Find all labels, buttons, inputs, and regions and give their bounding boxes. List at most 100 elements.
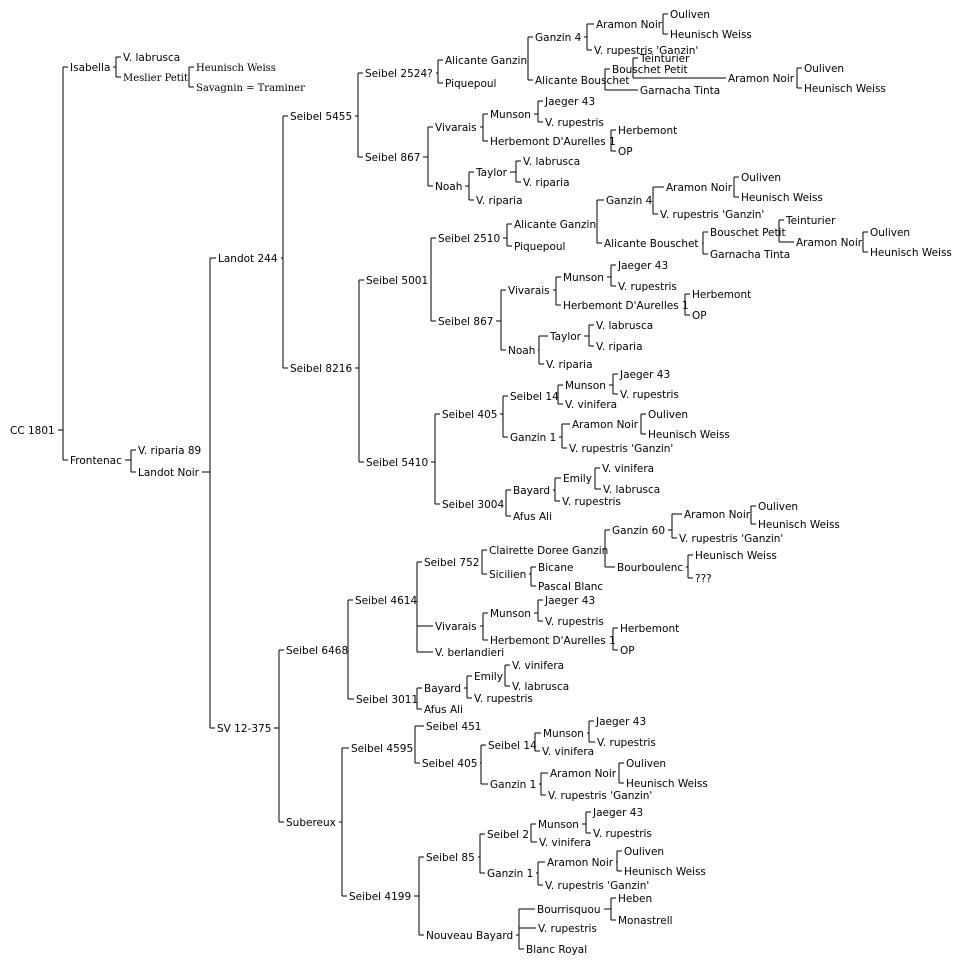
node-v-rupestris-ganzin: V. rupestris 'Ganzin' xyxy=(679,533,783,545)
node-emily: Emily xyxy=(563,473,592,485)
node-v-rupestris-ganzin: V. rupestris 'Ganzin' xyxy=(548,790,652,802)
node-ouliven: Ouliven xyxy=(626,758,666,770)
node-herbemont: Herbemont xyxy=(620,623,679,635)
node-alicante-ganzin: Alicante Ganzin xyxy=(445,55,527,67)
node-taylor: Taylor xyxy=(475,167,508,179)
node-ganzin-1: Ganzin 1 xyxy=(510,432,556,444)
node-bouschet-petit: Bouschet Petit xyxy=(612,64,688,76)
node-v-rupestris-ganzin: V. rupestris 'Ganzin' xyxy=(660,209,764,221)
node-subereux: Subereux xyxy=(286,817,336,829)
node-garnacha-tinta: Garnacha Tinta xyxy=(710,249,790,261)
node-noah: Noah xyxy=(508,345,535,357)
node-ganzin-4: Ganzin 4 xyxy=(535,32,582,44)
node-seibel-405: Seibel 405 xyxy=(442,409,497,421)
node-seibel-2524: Seibel 2524? xyxy=(365,68,433,80)
node-clairette-doree-ganzin: Clairette Doree Ganzin xyxy=(489,545,608,557)
node-seibel-4595: Seibel 4595 xyxy=(351,743,413,755)
node-aramon-noir: Aramon Noir xyxy=(596,19,663,31)
node-v-labrusca: V. labrusca xyxy=(123,52,180,64)
node-ouliven: Ouliven xyxy=(624,846,664,858)
node-v-vinifera: V. vinifera xyxy=(542,746,594,758)
node-alicante-bouschet: Alicante Bouschet xyxy=(535,75,630,87)
node-v-riparia: V. riparia xyxy=(546,359,593,371)
node-v-rupestris: V. rupestris xyxy=(474,693,533,705)
node-ouliven: Ouliven xyxy=(741,172,781,184)
node-piquepoul: Piquepoul xyxy=(514,241,565,253)
node-seibel-5410: Seibel 5410 xyxy=(366,457,428,469)
node-jaeger-43: Jaeger 43 xyxy=(544,595,595,607)
node-v-vinifera: V. vinifera xyxy=(565,399,617,411)
node-savagnin-traminer: Savagnin = Traminer xyxy=(196,83,305,94)
node-seibel-3011: Seibel 3011 xyxy=(356,694,418,706)
node-vivarais: Vivarais xyxy=(435,122,477,134)
node-sv-12-375: SV 12-375 xyxy=(217,723,271,735)
node-heunisch-weiss: Heunisch Weiss xyxy=(648,429,730,441)
node-v-riparia: V. riparia xyxy=(476,195,523,207)
node-seibel-451: Seibel 451 xyxy=(426,721,481,733)
node-v-labrusca: V. labrusca xyxy=(523,156,580,168)
node-v-labrusca: V. labrusca xyxy=(596,320,653,332)
node-jaeger-43: Jaeger 43 xyxy=(544,96,595,108)
node-cc-1801: CC 1801 xyxy=(10,425,55,437)
node-munson: Munson xyxy=(543,728,584,740)
node-meslier-petit: Meslier Petit xyxy=(123,73,188,84)
node-heunisch-weiss: Heunisch Weiss xyxy=(196,63,276,74)
node-seibel-14: Seibel 14 xyxy=(488,740,537,752)
node-seibel-2510: Seibel 2510 xyxy=(438,233,500,245)
node-heunisch-weiss: Heunisch Weiss xyxy=(624,866,706,878)
node-vivarais: Vivarais xyxy=(435,621,477,633)
node-v-riparia-89: V. riparia 89 xyxy=(138,445,201,457)
node-seibel-4614: Seibel 4614 xyxy=(355,595,417,607)
node-aramon-noir: Aramon Noir xyxy=(666,182,733,194)
node-ouliven: Ouliven xyxy=(648,409,688,421)
node-v-berlandieri: V. berlandieri xyxy=(435,647,504,659)
node-vivarais: Vivarais xyxy=(508,285,550,297)
node-alicante-ganzin: Alicante Ganzin xyxy=(514,219,596,231)
node-pascal-blanc: Pascal Blanc xyxy=(538,581,603,593)
node-op: OP xyxy=(620,645,635,657)
node-v-riparia: V. riparia xyxy=(523,177,570,189)
node-heben: Heben xyxy=(618,893,652,905)
node-op: OP xyxy=(692,310,707,322)
node-aramon-noir: Aramon Noir xyxy=(550,768,617,780)
node-heunisch-weiss: Heunisch Weiss xyxy=(670,29,752,41)
node-garnacha-tinta: Garnacha Tinta xyxy=(640,85,720,97)
node-bouschet-petit: Bouschet Petit xyxy=(710,227,786,239)
node-teinturier: Teinturier xyxy=(785,215,836,227)
node-seibel-405: Seibel 405 xyxy=(422,758,477,770)
node-jaeger-43: Jaeger 43 xyxy=(617,260,668,272)
node-seibel-2: Seibel 2 xyxy=(487,829,529,841)
node-afus-ali: Afus Ali xyxy=(513,511,552,523)
node-seibel-14: Seibel 14 xyxy=(510,391,559,403)
node-heunisch-weiss: Heunisch Weiss xyxy=(626,778,708,790)
node-bourrisquou: Bourrisquou xyxy=(537,904,601,916)
node-piquepoul: Piquepoul xyxy=(445,78,496,90)
node-v-rupestris: V. rupestris xyxy=(618,281,677,293)
node-aramon-noir: Aramon Noir xyxy=(684,509,751,521)
node-v-rupestris: V. rupestris xyxy=(562,496,621,508)
node-ouliven: Ouliven xyxy=(804,63,844,75)
node-munson: Munson xyxy=(563,272,604,284)
node-v-rupestris-ganzin: V. rupestris 'Ganzin' xyxy=(545,880,649,892)
node-v-riparia: V. riparia xyxy=(596,341,643,353)
node-seibel-867: Seibel 867 xyxy=(438,316,493,328)
node-v-vinifera: V. vinifera xyxy=(539,837,591,849)
node-herbemont-d-aurelles-1: Herbemont D'Aurelles 1 xyxy=(563,300,689,312)
node-aramon-noir: Aramon Noir xyxy=(728,73,795,85)
node-seibel-5001: Seibel 5001 xyxy=(366,275,428,287)
node-aramon-noir: Aramon Noir xyxy=(796,237,863,249)
node-jaeger-43: Jaeger 43 xyxy=(592,807,643,819)
node-seibel-5455: Seibel 5455 xyxy=(290,111,352,123)
node-v-labrusca: V. labrusca xyxy=(603,484,660,496)
node-v-rupestris-ganzin: V. rupestris 'Ganzin' xyxy=(594,45,698,57)
node-emily: Emily xyxy=(474,671,503,683)
node-v-rupestris: V. rupestris xyxy=(620,389,679,401)
node-heunisch-weiss: Heunisch Weiss xyxy=(741,192,823,204)
node-v-rupestris: V. rupestris xyxy=(538,923,597,935)
node-herbemont-d-aurelles-1: Herbemont D'Aurelles 1 xyxy=(490,635,616,647)
node-v-vinifera: V. vinifera xyxy=(602,463,654,475)
node-blanc-royal: Blanc Royal xyxy=(526,944,587,956)
node-teinturier: Teinturier xyxy=(639,53,690,65)
